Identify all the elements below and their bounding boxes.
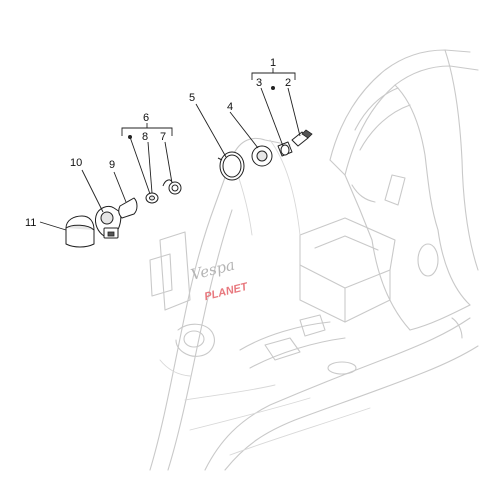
watermark-brand: PLANET (203, 281, 250, 304)
part-8-washer (145, 192, 159, 204)
leader-lines (39, 68, 301, 231)
callout-6: 6 (143, 112, 149, 124)
callout-10: 10 (70, 157, 82, 169)
callout-8: 8 (142, 131, 148, 143)
watermark-logo: Vespa PLANET (189, 256, 250, 304)
part-3-lock-cylinder (277, 141, 293, 157)
callout-3: 3 (256, 77, 262, 89)
callout-labels: 1 2 3 4 5 6 7 8 9 10 11 (25, 57, 291, 229)
part-10-switch-body (95, 205, 122, 239)
callout-4: 4 (227, 101, 233, 113)
callout-1: 1 (270, 57, 276, 69)
callout-9: 9 (109, 159, 115, 171)
part-4-bezel (251, 145, 273, 167)
part-9-clip (118, 197, 138, 219)
callout-7: 7 (160, 131, 166, 143)
part-11-cap (65, 215, 95, 248)
callout-5: 5 (189, 92, 195, 104)
part-5-snap-ring (217, 151, 245, 181)
part-2-key (291, 129, 313, 147)
scooter-frame-drawing (149, 49, 479, 471)
callout-2: 2 (285, 77, 291, 89)
callout-11: 11 (25, 217, 36, 229)
